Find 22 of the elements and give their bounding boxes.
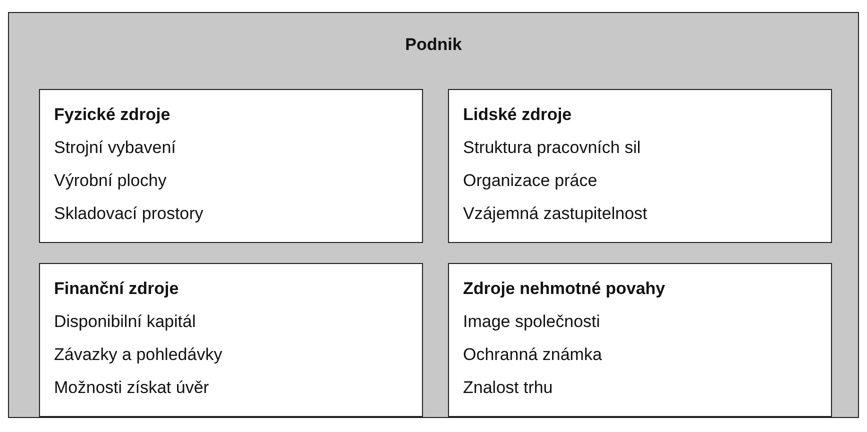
resource-box	[39, 263, 423, 417]
container-panel	[8, 12, 859, 418]
heading: Zdroje nehmotné povahy	[463, 279, 666, 299]
heading: Finanční zdroje	[54, 279, 179, 299]
resource-box	[448, 89, 832, 243]
list-item: Závazky a pohledávky	[54, 345, 222, 365]
list-item: Organizace práce	[463, 171, 598, 191]
list-item: Struktura pracovních sil	[463, 138, 641, 158]
list-item: Možnosti získat úvěr	[54, 378, 209, 398]
list-item: Skladovací prostory	[54, 204, 204, 224]
list-item: Vzájemná zastupitelnost	[463, 204, 648, 224]
list-item: Disponibilní kapitál	[54, 312, 196, 332]
resource-box	[448, 263, 832, 417]
list-item: Ochranná známka	[463, 345, 602, 365]
heading: Podnik	[404, 35, 463, 55]
list-item: Image společnosti	[463, 312, 600, 332]
list-item: Strojní vybavení	[54, 138, 176, 158]
list-item: Znalost trhu	[463, 378, 553, 398]
resource-box	[39, 89, 423, 243]
heading: Lidské zdroje	[463, 105, 572, 125]
list-item: Výrobní plochy	[54, 171, 166, 191]
heading: Fyzické zdroje	[54, 105, 170, 125]
